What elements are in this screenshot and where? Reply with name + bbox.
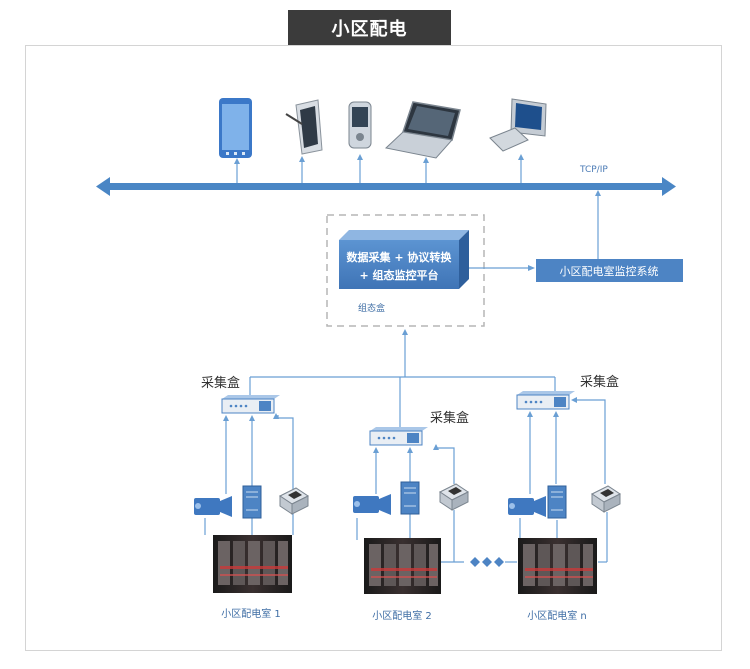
room-2-label: 小区配电室 2 xyxy=(372,609,432,622)
sensor-meter-icon-1 xyxy=(279,487,309,515)
desktop-computer-icon xyxy=(489,98,547,152)
collector-box-2 xyxy=(369,427,428,446)
collector-tree-lines xyxy=(249,331,556,428)
sensor-meter-icon-3 xyxy=(591,485,621,513)
sensor-meter-icon-2 xyxy=(439,483,469,511)
gateway-line2: + 组态监控平台 xyxy=(359,268,438,282)
server-icon-2 xyxy=(400,481,420,515)
smartphone-icon xyxy=(219,98,252,158)
room-photo-3 xyxy=(518,538,597,594)
room-photo-2 xyxy=(364,538,441,594)
station-n-links xyxy=(519,399,608,563)
station-1-links xyxy=(204,415,294,535)
network-bus xyxy=(96,177,676,196)
camera-icon-1 xyxy=(194,496,232,517)
room-1-label: 小区配电室 1 xyxy=(221,607,281,620)
collector-box-1 xyxy=(221,395,280,414)
page-title: 小区配电 xyxy=(288,10,451,46)
collector-1-label: 采集盒 xyxy=(201,375,240,391)
gateway-line1: 数据采集 + 协议转换 xyxy=(347,250,453,264)
room-photo-1 xyxy=(213,535,292,593)
gateway-caption: 组态盒 xyxy=(358,302,385,314)
pda-icon xyxy=(348,101,372,149)
collector-3-label: 采集盒 xyxy=(580,374,619,390)
gateway-box xyxy=(339,230,469,289)
ellipsis-diamonds xyxy=(470,557,504,567)
monitor-system-box xyxy=(536,259,683,282)
server-icon-1 xyxy=(242,485,262,519)
collector-2-label: 采集盒 xyxy=(430,410,469,426)
camera-icon-3 xyxy=(508,496,546,517)
collector-box-3 xyxy=(516,391,575,410)
camera-icon-2 xyxy=(353,494,391,515)
server-icon-3 xyxy=(547,485,567,519)
laptop-icon xyxy=(384,101,461,159)
bus-protocol-label: TCP/IP xyxy=(579,165,608,175)
gateway-dashed-border xyxy=(326,214,485,327)
room-n-label: 小区配电室 n xyxy=(527,609,587,622)
monitor-system-label: 小区配电室监控系统 xyxy=(560,264,659,278)
tablet-stylus-icon xyxy=(285,99,323,155)
diagram-frame xyxy=(25,45,722,651)
